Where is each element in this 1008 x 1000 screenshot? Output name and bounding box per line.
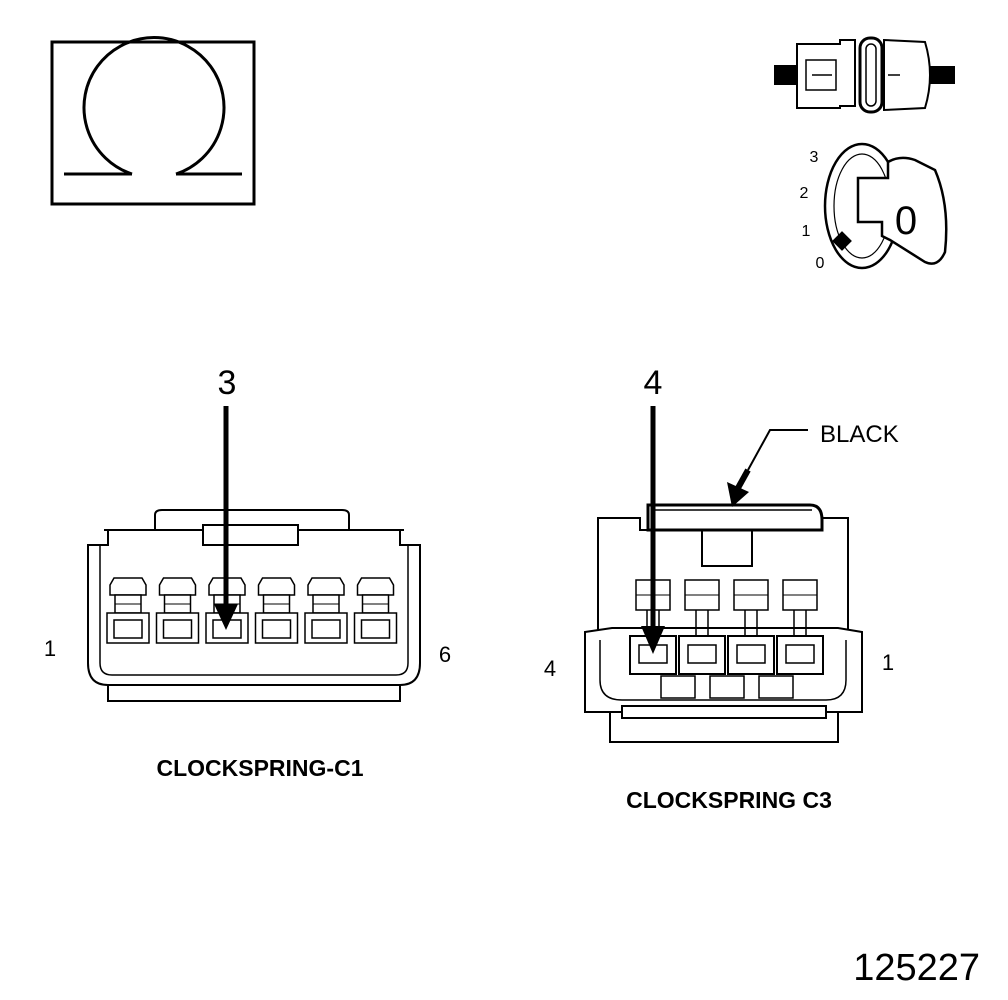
c3-cavity [727, 579, 775, 675]
connector-c1-end-right: 6 [439, 642, 451, 667]
c1-cavity [304, 577, 348, 644]
omega-icon [64, 36, 242, 176]
c1-cavity [155, 577, 200, 644]
ignition-position-2: 2 [800, 185, 809, 202]
c1-cavity [106, 577, 150, 644]
connector-c3-callout-arrow [641, 406, 665, 654]
disconnected-connector-icon [774, 36, 955, 114]
ignition-position-0: 0 [816, 255, 825, 272]
c3-latch-tab [660, 675, 696, 699]
black-wire-label: BLACK [820, 421, 899, 448]
connector-c1-cavities [106, 577, 398, 644]
ohmmeter-symbol [50, 36, 256, 206]
connector-c1-end-left: 1 [44, 636, 56, 661]
c3-latch-tab [709, 675, 745, 699]
c1-cavity [353, 577, 398, 644]
c3-cavity [776, 579, 824, 675]
connector-c3-end-left: 4 [544, 656, 556, 681]
connector-c3-cavities [629, 579, 824, 699]
connector-c3-pin-callout: 4 [644, 364, 663, 402]
black-wire-callout [727, 429, 808, 507]
connector-c3-end-right: 1 [882, 650, 894, 675]
ignition-key-label: 0 [895, 199, 917, 243]
c3-cavity [678, 579, 726, 675]
connector-c1-pin-callout: 3 [218, 364, 237, 402]
connector-c3-name: CLOCKSPRING C3 [626, 787, 832, 813]
c1-cavity [254, 577, 299, 644]
c3-latch-tab [758, 675, 794, 699]
connector-c1 [87, 509, 421, 702]
connector-c1-name: CLOCKSPRING-C1 [156, 755, 363, 781]
connector-c1-callout-arrow [214, 406, 238, 630]
connector-c3 [584, 503, 863, 743]
ignition-position-1: 1 [802, 223, 811, 240]
ignition-switch-icon: 0 3 2 1 0 [800, 142, 948, 272]
figure-number: 125227 [853, 947, 980, 989]
ignition-position-3: 3 [810, 149, 819, 166]
